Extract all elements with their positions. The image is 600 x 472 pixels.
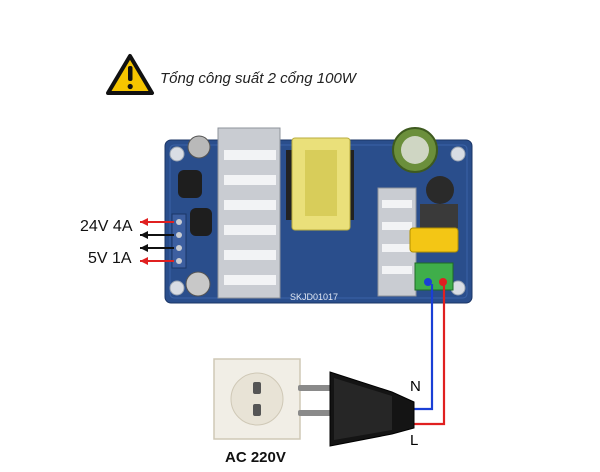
output-arrows (140, 218, 174, 265)
ac-source-label: AC 220V (225, 449, 286, 466)
power-notice-text: Tổng công suất 2 cổng 100W (160, 70, 356, 87)
wall-socket (213, 358, 301, 440)
x-capacitor (409, 227, 459, 253)
capacitor-large (392, 127, 438, 173)
input-terminal-block (414, 262, 454, 291)
transformer (286, 137, 354, 231)
output-label-5v: 5V 1A (88, 250, 132, 267)
power-plug (298, 371, 415, 447)
board-silkscreen: SKJD01017 (290, 292, 338, 302)
output-label-24v: 24V 4A (80, 218, 133, 235)
inductor (420, 176, 458, 228)
neutral-label: N (410, 378, 421, 395)
live-label: L (410, 432, 419, 449)
output-terminal-block (171, 213, 187, 269)
live-wire (412, 284, 446, 426)
warning-triangle-icon (106, 54, 154, 95)
capacitor-small (178, 135, 212, 297)
heatsink-left (217, 127, 281, 299)
power-supply-board: SKJD01017 (164, 127, 473, 304)
neutral-wire (412, 284, 434, 411)
